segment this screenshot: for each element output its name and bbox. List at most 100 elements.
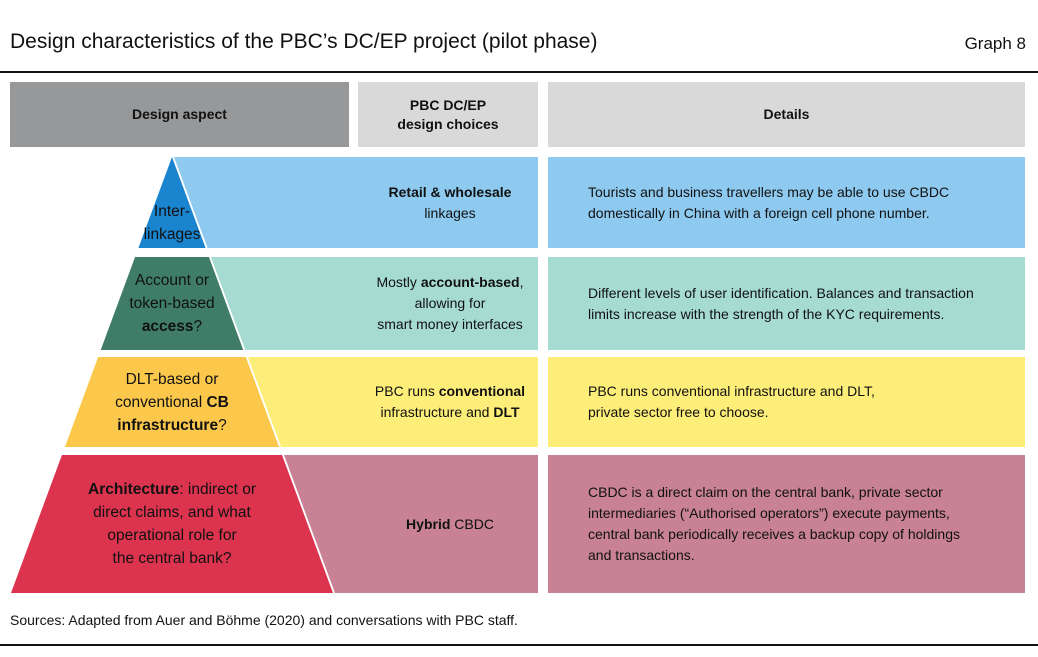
text-segment: , [519, 274, 524, 290]
text-line: conventional CB [22, 391, 322, 414]
figure-title: Design characteristics of the PBC’s DC/E… [10, 30, 598, 53]
text-segment: linkages [424, 204, 476, 221]
text-segment: operational role for [107, 527, 237, 544]
details-text-architecture: CBDC is a direct claim on the central ba… [588, 455, 1018, 593]
text-segment: infrastructure [117, 416, 219, 434]
text-line: CBDC is a direct claim on the central ba… [588, 482, 1018, 503]
details-box-interlinkages [548, 157, 1025, 248]
text-segment: CBDC is a direct claim on the central ba… [588, 484, 943, 500]
details-text-access: Different levels of user identification.… [588, 257, 1018, 350]
text-segment: ? [193, 318, 203, 335]
text-line: DLT-based or [22, 368, 322, 391]
text-segment: Architecture [88, 481, 180, 498]
text-line: and transactions. [588, 545, 1018, 566]
text-line: PBC runs conventional infrastructure and… [588, 381, 1018, 402]
details-box-architecture [548, 455, 1025, 593]
text-line: Account or [22, 269, 322, 292]
aspect-text-access: Account or token-based access? [22, 257, 322, 350]
text-line: domestically in China with a foreign cel… [588, 203, 1018, 224]
text-segment: limits increase with the strength of the… [588, 305, 945, 322]
text-segment: Mostly [376, 274, 421, 290]
pyramid-tier-access [100, 257, 244, 350]
text-segment: Inter- [153, 202, 191, 220]
text-segment: central bank periodically receives a bac… [588, 526, 960, 542]
aspect-text-interlinkages: Inter-linkages [22, 197, 322, 248]
details-box-access [548, 257, 1025, 350]
text-segment: the central bank? [112, 550, 232, 567]
details-text-interlinkages: Tourists and business travellers may be … [588, 157, 1018, 248]
sources-note: Sources: Adapted from Auer and Böhme (20… [10, 612, 518, 628]
text-segment: account-based [420, 274, 520, 290]
text-segment: token-based [129, 295, 215, 312]
top-rule [0, 71, 1038, 73]
text-line: Architecture: indirect or [22, 478, 322, 501]
header-choices-line1: PBC DC/EP [409, 96, 487, 113]
text-line: private sector free to choose. [588, 402, 1018, 423]
text-segment: Hybrid [406, 515, 451, 532]
text-segment: CBDC [450, 515, 494, 532]
header-details: Details [548, 82, 1025, 147]
text-segment: and transactions. [588, 547, 695, 563]
text-segment: linkages [143, 225, 201, 243]
text-line: Hybrid CBDC [352, 514, 548, 535]
choice-band-interlinkages [174, 157, 538, 248]
pyramid-tier-infrastructure [64, 357, 280, 447]
bottom-rule [0, 644, 1038, 646]
text-line: PBC runs conventional [352, 381, 548, 402]
choice-band-infrastructure [247, 357, 538, 447]
header-design-choices: PBC DC/EP design choices [358, 82, 538, 147]
text-line: access? [22, 315, 322, 338]
text-segment: Retail & wholesale [388, 183, 512, 200]
text-segment: ? [218, 416, 227, 434]
text-line: infrastructure? [22, 414, 322, 437]
text-line: linkages [352, 203, 548, 224]
text-line: infrastructure and DLT [352, 402, 548, 423]
text-segment: smart money interfaces [377, 316, 523, 332]
graph-number: Graph 8 [964, 34, 1026, 53]
pyramid-tier-architecture [11, 455, 333, 593]
choice-band-access [210, 257, 538, 350]
text-segment: conventional [115, 393, 207, 411]
text-segment: PBC runs conventional infrastructure and… [588, 383, 875, 399]
choice-text-architecture: Hybrid CBDC [352, 455, 548, 593]
text-segment: Different levels of user identification.… [588, 284, 974, 301]
header-choices-line2: design choices [397, 115, 499, 132]
details-text-infrastructure: PBC runs conventional infrastructure and… [588, 357, 1018, 447]
choice-text-access: Mostly account-based, allowing for smart m… [352, 257, 548, 350]
text-line: limits increase with the strength of the… [588, 304, 1018, 325]
text-line: allowing for [352, 293, 548, 314]
details-box-infrastructure [548, 357, 1025, 447]
text-segment: private sector free to choose. [588, 404, 769, 420]
text-line: Retail & wholesale [352, 182, 548, 203]
text-segment: DLT-based or [125, 370, 219, 388]
text-segment: access [141, 318, 194, 335]
text-line: Different levels of user identification.… [588, 283, 1018, 304]
text-segment: allowing for [414, 295, 486, 311]
text-segment: CB [206, 393, 229, 411]
text-segment: Account or [134, 272, 210, 289]
text-line: token-based [22, 292, 322, 315]
text-segment: infrastructure and [380, 404, 494, 420]
header-design-aspect-label: Design aspect [132, 106, 227, 122]
pyramid-tier-interlinkages [138, 157, 206, 248]
choice-band-architecture [284, 455, 538, 593]
text-segment: intermediaries (“Authorised operators”) … [588, 505, 950, 521]
text-line: direct claims, and what [22, 501, 322, 524]
text-line: smart money interfaces [352, 314, 548, 335]
header-details-label: Details [763, 106, 810, 122]
text-segment: : indirect or [179, 481, 256, 498]
text-line: Tourists and business travellers may be … [588, 182, 1018, 203]
text-line: operational role for [22, 524, 322, 547]
text-line: Mostly account-based, [352, 272, 548, 293]
text-segment: domestically in China with a foreign cel… [588, 204, 930, 221]
header-design-aspect: Design aspect [10, 82, 349, 147]
text-line: Inter- [22, 200, 322, 223]
text-line: the central bank? [22, 547, 322, 570]
text-line: central bank periodically receives a bac… [588, 524, 1018, 545]
text-segment: DLT [493, 404, 520, 420]
text-segment: conventional [438, 383, 526, 399]
